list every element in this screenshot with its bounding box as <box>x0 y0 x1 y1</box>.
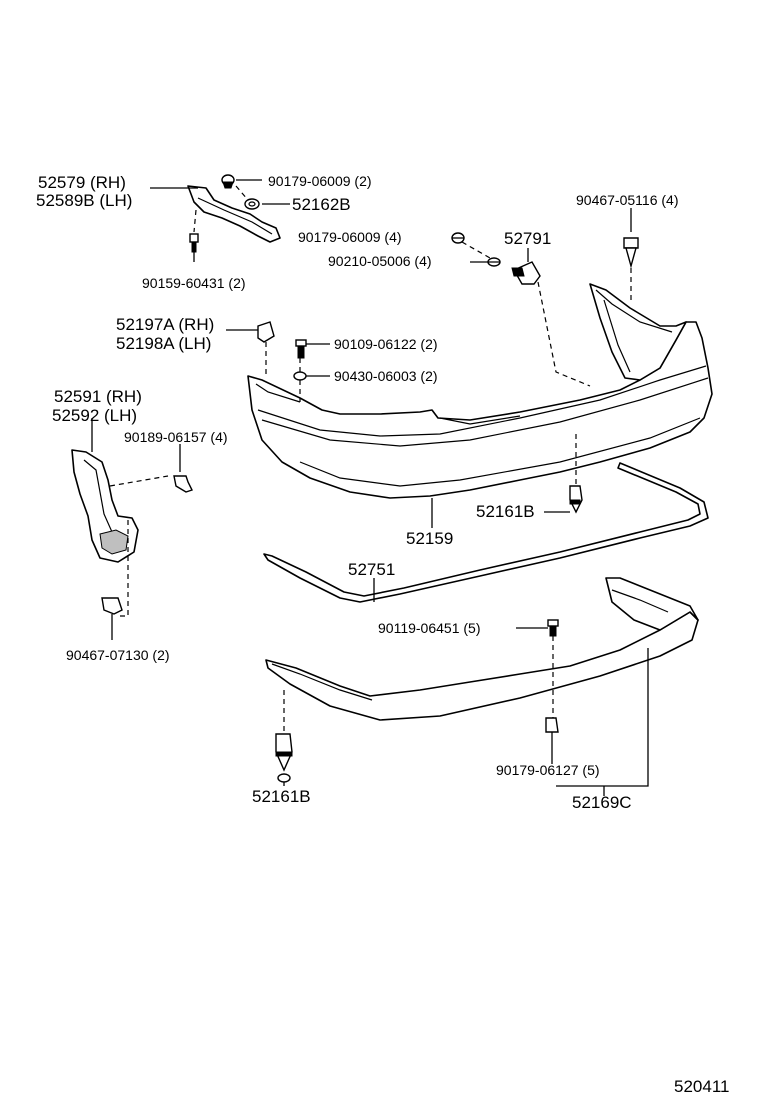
label-90119-06451: 90119-06451 (5) <box>378 620 480 636</box>
label-90179-06127: 90179-06127 (5) <box>496 762 600 778</box>
label-90159-60431: 90159-60431 (2) <box>142 275 246 291</box>
label-90179-06009-b: 90179-06009 (4) <box>298 229 402 245</box>
bracket-52791 <box>511 261 541 285</box>
part-labels: 52579 (RH) 52589B (LH) 90179-06009 (2) 5… <box>36 173 729 1096</box>
label-52751: 52751 <box>348 560 395 579</box>
label-90179-06009-a: 90179-06009 (2) <box>268 173 372 189</box>
label-52589b: 52589B (LH) <box>36 191 132 210</box>
bolt-90109-06122 <box>295 339 307 359</box>
lower-spoiler <box>265 577 699 721</box>
label-52198a: 52198A (LH) <box>116 334 211 353</box>
clip-52161b-upper <box>569 485 583 514</box>
bolt-90159-60431 <box>189 233 199 253</box>
nut-52162b <box>244 198 260 210</box>
clip-90179-06127 <box>545 717 559 733</box>
screw-90189-06157 <box>173 475 193 493</box>
leader-lines <box>91 179 649 796</box>
label-52159: 52159 <box>406 529 453 548</box>
figure-number: 520411 <box>674 1077 729 1096</box>
label-90467-05116: 90467-05116 (4) <box>576 192 678 208</box>
label-90430-06003: 90430-06003 (2) <box>334 368 438 384</box>
clip-90179-06009-top <box>221 174 235 189</box>
label-52197a: 52197A (RH) <box>116 315 214 334</box>
label-52591: 52591 (RH) <box>54 387 142 406</box>
alignment-lines <box>109 185 632 732</box>
washer-90430-06003 <box>293 371 307 381</box>
bolt-90119-06451 <box>547 619 559 637</box>
rear-bumper-cover <box>247 283 713 499</box>
label-52161b-upper: 52161B <box>476 502 535 521</box>
label-52791: 52791 <box>504 229 551 248</box>
label-52592: 52592 (LH) <box>52 406 137 425</box>
upper-bracket-52579 <box>187 185 281 243</box>
clip-52161b-lower <box>275 733 293 783</box>
moulding-strips <box>263 462 709 603</box>
label-90210-05006: 90210-05006 (4) <box>328 253 432 269</box>
side-bracket-52591 <box>71 449 139 563</box>
label-52162b: 52162B <box>292 195 351 214</box>
label-90109-06122: 90109-06122 (2) <box>334 336 438 352</box>
label-52579: 52579 (RH) <box>38 173 126 192</box>
label-52161b-lower: 52161B <box>252 787 311 806</box>
label-90189-06157: 90189-06157 (4) <box>124 429 228 445</box>
label-90467-07130: 90467-07130 (2) <box>66 647 170 663</box>
clip-90467-05116 <box>623 237 639 269</box>
label-52169c: 52169C <box>572 793 632 812</box>
clip-90467-07130 <box>101 597 123 615</box>
retainer-52197a <box>257 321 275 343</box>
